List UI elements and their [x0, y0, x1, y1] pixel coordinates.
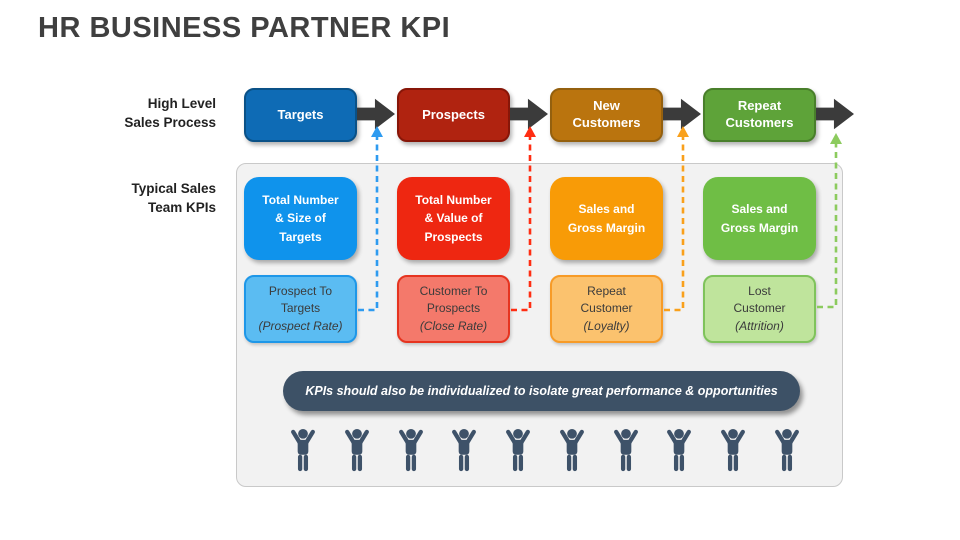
kpi-box-sales-gross-margin-repeat: Sales and Gross Margin: [703, 177, 816, 260]
person-icon: [719, 426, 747, 478]
people-row: [289, 424, 801, 478]
kpi-box-sales-gross-margin-new: Sales and Gross Margin: [550, 177, 663, 260]
label-typical-sales-team-kpis: Typical Sales Team KPIs: [131, 181, 216, 215]
person-icon: [665, 426, 693, 478]
person-icon: [397, 426, 425, 478]
stage-box-repeat-customers: Repeat Customers: [703, 88, 816, 142]
rate-box-close-rate: Customer To Prospects (Close Rate): [397, 275, 510, 343]
rate-box-prospect-rate: Prospect To Targets (Prospect Rate): [244, 275, 357, 343]
person-icon: [343, 426, 371, 478]
banner-note: KPIs should also be individualized to is…: [283, 371, 800, 411]
banner-text: KPIs should also be individualized to is…: [305, 384, 778, 398]
rate-label: Repeat Customer: [580, 283, 633, 316]
person-icon: [773, 426, 801, 478]
person-icon: [612, 426, 640, 478]
rate-box-loyalty: Repeat Customer (Loyalty): [550, 275, 663, 343]
kpi-box-total-number-value-prospects: Total Number & Value of Prospects: [397, 177, 510, 260]
stage-box-new-customers: New Customers: [550, 88, 663, 142]
person-icon: [504, 426, 532, 478]
rate-note: (Prospect Rate): [258, 318, 343, 333]
rate-note: (Close Rate): [419, 318, 488, 333]
stage-box-prospects: Prospects: [397, 88, 510, 142]
label-high-level-sales-process: High Level Sales Process: [124, 96, 216, 130]
person-icon: [450, 426, 478, 478]
person-icon: [558, 426, 586, 478]
rate-box-attrition: Lost Customer (Attrition): [703, 275, 816, 343]
connector-arrowhead-green: [830, 133, 842, 144]
rate-note: (Loyalty): [583, 318, 630, 333]
page-title: HR BUSINESS PARTNER KPI: [38, 12, 451, 44]
kpi-box-total-number-size-targets: Total Number & Size of Targets: [244, 177, 357, 260]
flow-arrow-icon: [357, 95, 395, 133]
flow-arrow-icon: [663, 95, 701, 133]
rate-label: Customer To Prospects: [419, 283, 488, 316]
rate-label: Prospect To Targets: [268, 283, 333, 316]
flow-arrow-icon: [816, 95, 854, 133]
flow-arrow-icon: [510, 95, 548, 133]
rate-label: Lost Customer: [733, 283, 786, 316]
rate-note: (Attrition): [735, 318, 784, 333]
stage-box-targets: Targets: [244, 88, 357, 142]
person-icon: [289, 426, 317, 478]
